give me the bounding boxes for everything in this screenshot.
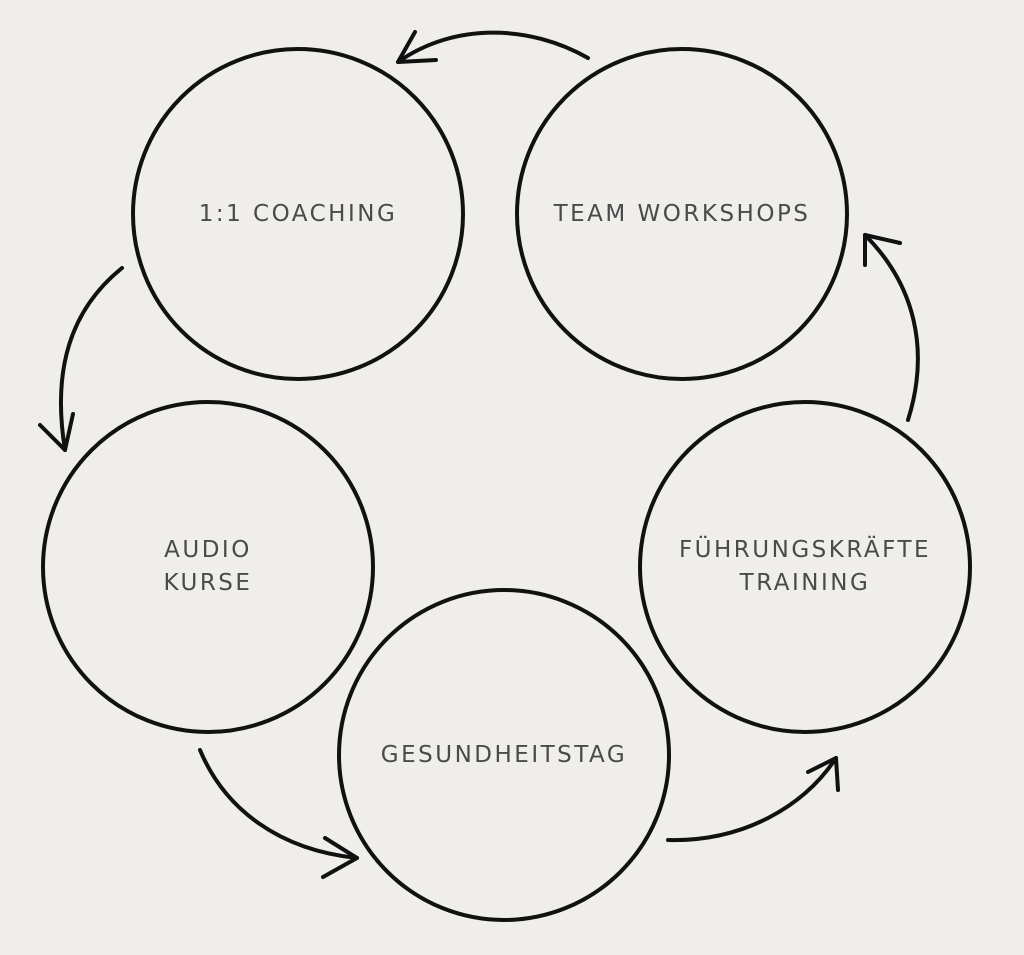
node-gesundheitstag: GESUNDHEITSTAG xyxy=(337,588,671,922)
arrow-coaching-to-audio xyxy=(38,266,124,452)
node-team-workshops-label: TEAM WORKSHOPS xyxy=(553,200,811,227)
node-team-workshops: TEAM WORKSHOPS xyxy=(515,47,849,381)
arrow-workshops-to-coaching xyxy=(396,30,590,64)
arrow-audio-to-gesundheit xyxy=(198,748,359,879)
node-audio-kurse: AUDIO KURSE xyxy=(41,400,375,734)
node-coaching: 1:1 COACHING xyxy=(131,47,465,381)
node-fuehrungskraefte-training: FÜHRUNGSKRÄFTE TRAINING xyxy=(638,400,972,734)
node-gesundheitstag-label: GESUNDHEITSTAG xyxy=(380,741,628,768)
node-audio-kurse-label: AUDIO KURSE xyxy=(163,537,253,596)
node-coaching-label: 1:1 COACHING xyxy=(198,200,398,227)
node-fuehrungskraefte-training-label: FÜHRUNGSKRÄFTE TRAINING xyxy=(678,537,932,596)
arrow-gesundheit-to-fuehrung xyxy=(666,756,840,843)
arrow-fuehrung-to-workshops xyxy=(863,233,920,422)
